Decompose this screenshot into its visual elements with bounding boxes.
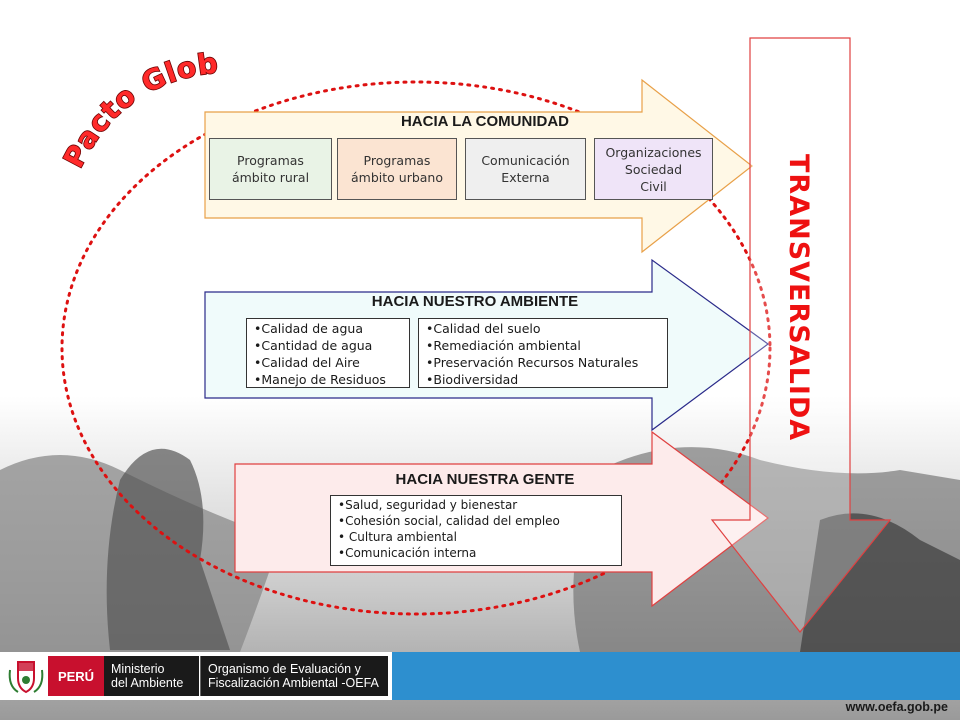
svg-text:TRANSVERSALIDAD: TRANSVERSALIDAD (783, 154, 814, 440)
pacto-global-title: Pacto Global (62, 50, 221, 174)
list-item: Calidad del suelo (426, 320, 667, 337)
list-item: Cohesión social, calidad del empleo (338, 513, 621, 529)
footer-organization: Organismo de Evaluación y Fiscalización … (200, 656, 388, 696)
list-item: Salud, seguridad y bienestar (338, 497, 621, 513)
list-item: Cantidad de agua (254, 337, 409, 354)
ambiente-header: HACIA NUESTRO AMBIENTE (371, 293, 579, 310)
list-item: Cultura ambiental (338, 529, 621, 545)
peru-coat-of-arms-icon (6, 656, 46, 696)
svg-text:Pacto Global: Pacto Global (62, 50, 221, 173)
list-item: Calidad de agua (254, 320, 409, 337)
gente-header: HACIA NUESTRA GENTE (395, 471, 575, 488)
pacto-global-text: Pacto Global (62, 50, 220, 174)
list-item: Calidad del Aire (254, 354, 409, 371)
list-item: Preservación Recursos Naturales (426, 354, 667, 371)
footer-ministry: Ministerio del Ambiente (104, 656, 199, 696)
ambiente-left-list: Calidad de agua Cantidad de agua Calidad… (246, 318, 410, 388)
list-item: Manejo de Residuos (254, 371, 409, 387)
ambiente-right-list: Calidad del suelo Remediación ambiental … (418, 318, 668, 388)
footer-url[interactable]: www.oefa.gob.pe (845, 700, 948, 714)
footer-country: PERÚ (48, 656, 104, 696)
list-item: Comunicación interna (338, 545, 621, 561)
comunidad-header: HACIA LA COMUNIDAD (400, 113, 570, 130)
transversalidad-label: TRANSVERSALIDAD (783, 154, 814, 440)
gente-list: Salud, seguridad y bienestar Cohesión so… (330, 495, 622, 566)
list-item: Remediación ambiental (426, 337, 667, 354)
list-item: Biodiversidad (426, 371, 667, 387)
